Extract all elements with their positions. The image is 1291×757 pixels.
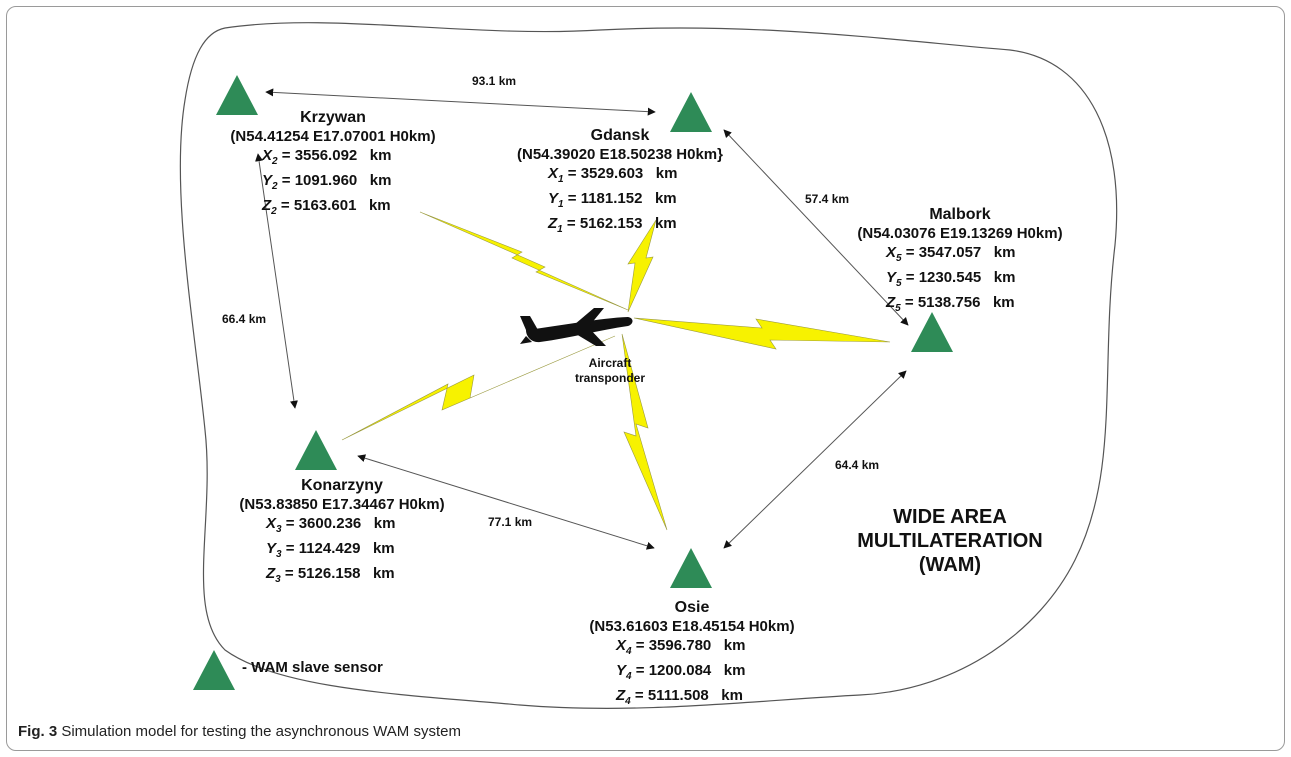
figure-frame (6, 6, 1285, 751)
distance-krzywan-gdansk: 93.1 km (472, 74, 517, 88)
station-osie-xyz: X4 = 3596.780 km Y4 = 1200.084 km Z4 = 5… (616, 637, 746, 707)
legend-text: - WAM slave sensor (242, 659, 383, 676)
malbork-z: 5138.756 (917, 294, 981, 311)
distance-gdansk-malbork: 57.4 km (805, 192, 850, 206)
legend-sensor-icon (193, 650, 235, 690)
figure-caption-text: Simulation model for testing the asynchr… (61, 723, 461, 740)
station-konarzyny-coords: (N53.83850 E17.34467 H0km) (239, 496, 445, 513)
signal-bolt-osie (621, 333, 668, 531)
link-gdansk-malbork (723, 129, 909, 326)
konarzyny-y: 1124.429 (298, 540, 361, 557)
station-gdansk-coords: (N54.39020 E18.50238 H0km} (517, 146, 723, 163)
station-krzywan-xyz: X2 = 3556.092 km Y2 = 1091.960 km Z2 = 5… (262, 147, 392, 217)
link-krzywan-gdansk (265, 88, 656, 116)
osie-z: 5111.508 (647, 687, 709, 704)
distance-krzywan-konarzyny: 66.4 km (222, 312, 267, 326)
station-osie-label: Osie (N53.61603 E18.45154 H0km) (572, 598, 812, 636)
malbork-y: 1230.545 (918, 269, 982, 286)
signal-bolt-konarzyny (341, 335, 616, 441)
station-gdansk-name: Gdansk (590, 127, 650, 144)
osie-y: 1200.084 (648, 662, 712, 679)
station-krzywan-coords: (N54.41254 E17.07001 H0km) (230, 128, 436, 145)
signal-bolt-malbork (633, 317, 891, 350)
aircraft-label: Aircraft transponder (574, 356, 645, 385)
station-krzywan-label: Krzywan (N54.41254 E17.07001 H0km) (218, 108, 448, 146)
signal-bolt-gdansk (627, 219, 657, 313)
link-konarzyny-osie (357, 454, 655, 550)
station-malbork-xyz: X5 = 3547.057 km Y5 = 1230.545 km Z5 = 5… (886, 244, 1016, 314)
link-krzywan-konarzyny (255, 153, 298, 409)
konarzyny-x: 3600.236 (298, 515, 362, 532)
station-malbork-label: Malbork (N54.03076 E19.13269 H0km) (840, 205, 1080, 243)
sensor-malbork-icon (911, 312, 953, 352)
station-konarzyny-label: Konarzyny (N53.83850 E17.34467 H0km) (222, 476, 462, 514)
distance-osie-malbork: 64.4 km (835, 458, 880, 472)
figure-caption-label: Fig. 3 (18, 723, 58, 740)
osie-x: 3596.780 (648, 637, 712, 654)
sensor-osie-icon (670, 548, 712, 588)
aircraft-icon (520, 308, 633, 346)
konarzyny-z: 5126.158 (297, 565, 361, 582)
system-title: WIDE AREA MULTILATERATION (WAM) (857, 506, 1043, 576)
station-osie-coords: (N53.61603 E18.45154 H0km) (589, 618, 795, 635)
gdansk-y: 1181.152 (580, 190, 643, 207)
krzywan-y: 1091.960 (294, 172, 358, 189)
station-gdansk-xyz: X1 = 3529.603 km Y1 = 1181.152 km Z1 = 5… (548, 165, 678, 235)
krzywan-x: 3556.092 (294, 147, 358, 164)
malbork-x: 3547.057 (918, 244, 982, 261)
gdansk-z: 5162.153 (579, 215, 643, 232)
station-konarzyny-xyz: X3 = 3600.236 km Y3 = 1124.429 km Z3 = 5… (266, 515, 396, 585)
station-konarzyny-name: Konarzyny (301, 477, 383, 494)
gdansk-x: 3529.603 (580, 165, 644, 182)
station-malbork-coords: (N54.03076 E19.13269 H0km) (857, 225, 1063, 242)
sensor-konarzyny-icon (295, 430, 337, 470)
distance-konarzyny-osie: 77.1 km (488, 515, 533, 529)
station-malbork-name: Malbork (929, 206, 991, 223)
station-krzywan-name: Krzywan (300, 109, 366, 126)
sensor-gdansk-icon (670, 92, 712, 132)
figure-caption: Fig. 3 Simulation model for testing the … (18, 723, 461, 740)
krzywan-z: 5163.601 (293, 197, 357, 214)
station-gdansk-label: Gdansk (N54.39020 E18.50238 H0km} (500, 126, 740, 164)
sensor-krzywan-icon (216, 75, 258, 115)
coverage-area-outline (179, 22, 1118, 709)
link-osie-malbork (723, 370, 907, 549)
station-osie-name: Osie (674, 599, 710, 616)
